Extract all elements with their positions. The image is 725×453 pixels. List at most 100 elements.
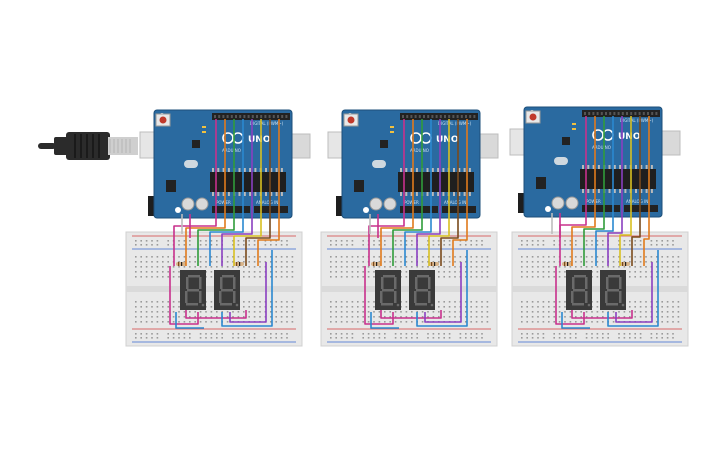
jumper-wire[interactable] xyxy=(185,119,226,266)
jumper-wire[interactable] xyxy=(364,266,394,325)
jumper-wire[interactable] xyxy=(221,250,273,327)
breadboard-hole xyxy=(558,311,561,313)
breadboard-hole xyxy=(183,311,186,313)
breadboard-hole xyxy=(438,306,440,308)
breadboard-hole xyxy=(248,301,250,303)
jumper-wire[interactable] xyxy=(368,119,405,266)
chip-pin xyxy=(645,165,648,169)
reset-button-cap[interactable] xyxy=(159,116,167,124)
breadboard-hole xyxy=(537,321,539,323)
breadboard-hole xyxy=(537,256,539,258)
breadboard-hole xyxy=(454,271,456,273)
jumper-wire[interactable] xyxy=(380,310,442,319)
jumper-wire[interactable] xyxy=(571,116,596,266)
breadboard-hole xyxy=(421,266,424,268)
breadboard-hole xyxy=(521,301,523,303)
jumper-wire[interactable] xyxy=(583,116,605,266)
breadboard-hole xyxy=(237,337,240,339)
jumper-wire[interactable] xyxy=(428,119,450,266)
breadboard-hole xyxy=(438,266,440,268)
reset-button-cap[interactable] xyxy=(347,116,355,124)
breadboard-hole xyxy=(216,337,218,339)
header-pin xyxy=(621,112,624,115)
jumper-wire[interactable] xyxy=(561,312,590,329)
jumper-wire[interactable] xyxy=(631,116,641,266)
breadboard-hole xyxy=(357,266,359,268)
breadboard-hole xyxy=(580,266,582,268)
jumper-wire[interactable] xyxy=(555,266,585,325)
jumper-wire[interactable] xyxy=(452,119,468,266)
breadboard-hole xyxy=(548,271,550,273)
jumper-wire[interactable] xyxy=(257,119,280,266)
jumper-wire[interactable] xyxy=(229,262,267,323)
breadboard-hole xyxy=(275,276,277,278)
breadboard-hole xyxy=(291,321,294,323)
breadboard-hole xyxy=(623,333,626,335)
breadboard-hole xyxy=(405,271,408,273)
breadboard-hole xyxy=(145,321,148,323)
jumper-wire[interactable] xyxy=(440,119,459,266)
jumper-wire[interactable] xyxy=(245,119,271,266)
jumper-wire[interactable] xyxy=(619,116,632,266)
jumper-wire[interactable] xyxy=(175,312,204,329)
breadboard-hole xyxy=(618,311,620,313)
breadboard-hole xyxy=(564,321,566,323)
jumper-wire[interactable] xyxy=(643,116,650,266)
breadboard-hole xyxy=(216,266,218,268)
jumper-wire[interactable] xyxy=(392,119,423,266)
jumper-wire[interactable] xyxy=(185,310,247,319)
jumper-wire[interactable] xyxy=(607,116,623,266)
breadboard-hole xyxy=(564,261,566,263)
breadboard-hole xyxy=(542,301,545,303)
breadboard-hole xyxy=(623,311,626,313)
jumper-wire[interactable] xyxy=(607,250,659,327)
jumper-wire[interactable] xyxy=(571,310,633,319)
breadboard-hole xyxy=(291,266,294,268)
breadboard-hole xyxy=(677,306,680,308)
breadboard-hole xyxy=(286,333,288,335)
reset-button-cap[interactable] xyxy=(529,113,537,121)
jumper-wire[interactable] xyxy=(416,119,441,266)
arduino-board[interactable] xyxy=(523,106,663,218)
jumper-wire[interactable] xyxy=(380,119,414,266)
breadboard-hole xyxy=(470,337,472,339)
breadboard-hole xyxy=(270,261,272,263)
breadboard-hole xyxy=(340,301,343,303)
breadboard-hole xyxy=(602,311,604,313)
breadboard-hole xyxy=(470,271,472,273)
breadboard-hole xyxy=(639,240,642,242)
breadboard-hole xyxy=(362,256,364,258)
breadboard-hole xyxy=(373,337,375,339)
breadboard-hole xyxy=(569,240,572,242)
breadboard-hole xyxy=(394,240,397,242)
jumper-wire[interactable] xyxy=(559,116,587,266)
chip-pin xyxy=(458,168,461,172)
jumper-wire[interactable] xyxy=(615,262,653,323)
jumper-wire[interactable] xyxy=(595,116,614,266)
jumper-wire[interactable] xyxy=(221,119,253,266)
display-segment xyxy=(188,275,200,278)
chip-pin xyxy=(227,168,230,172)
jumper-wire[interactable] xyxy=(370,312,399,329)
jumper-wire[interactable] xyxy=(404,119,432,266)
breadboard-hole xyxy=(194,321,196,323)
chip-pin xyxy=(437,192,440,196)
jumper-wire[interactable] xyxy=(424,262,462,323)
jumper-wire[interactable] xyxy=(233,119,262,266)
jumper-wire[interactable] xyxy=(197,119,235,266)
breadboard-hole xyxy=(438,240,440,242)
breadboard-hole xyxy=(405,316,408,318)
jumper-wire[interactable] xyxy=(209,119,244,266)
breadboard-hole xyxy=(661,240,663,242)
jumper-wire[interactable] xyxy=(169,266,199,325)
display-segment xyxy=(381,303,393,306)
jumper-wire[interactable] xyxy=(416,250,468,327)
breadboard-hole xyxy=(537,244,539,246)
breadboard-hole xyxy=(216,316,218,318)
breadboard-hole xyxy=(432,316,435,318)
chip-pin xyxy=(270,192,273,196)
jumper-wire[interactable] xyxy=(173,119,217,266)
breadboard-hole xyxy=(330,244,332,246)
